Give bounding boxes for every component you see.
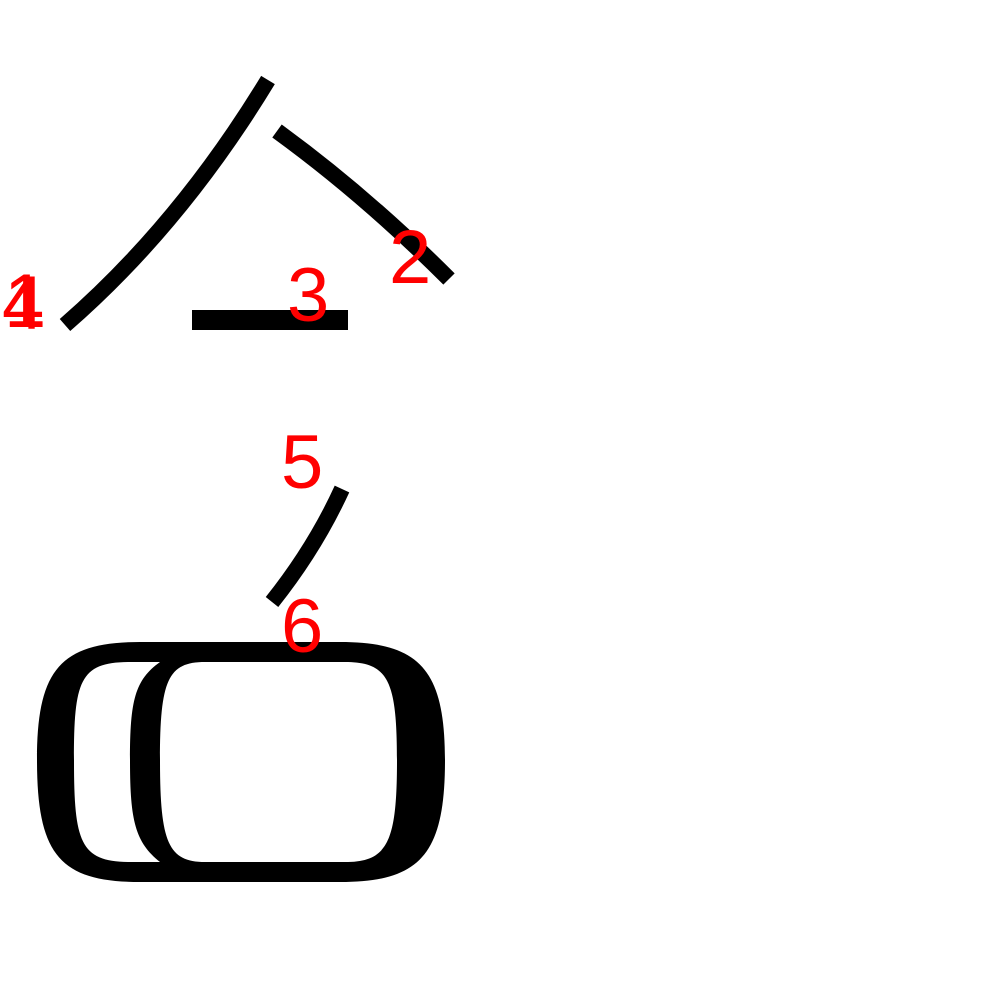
stroke-5: [265, 485, 350, 607]
stroke-number-2: 2: [389, 215, 431, 300]
stroke-2: [272, 124, 455, 285]
stroke-number-1: 1: [4, 259, 46, 344]
stroke-number-6: 6: [281, 584, 323, 669]
stroke-number-3: 3: [287, 253, 329, 338]
stroke-1: [59, 75, 275, 332]
stroke-number-5: 5: [281, 420, 323, 505]
stroke-number-4: 4: [2, 261, 44, 346]
stroke-6: [37, 642, 445, 882]
